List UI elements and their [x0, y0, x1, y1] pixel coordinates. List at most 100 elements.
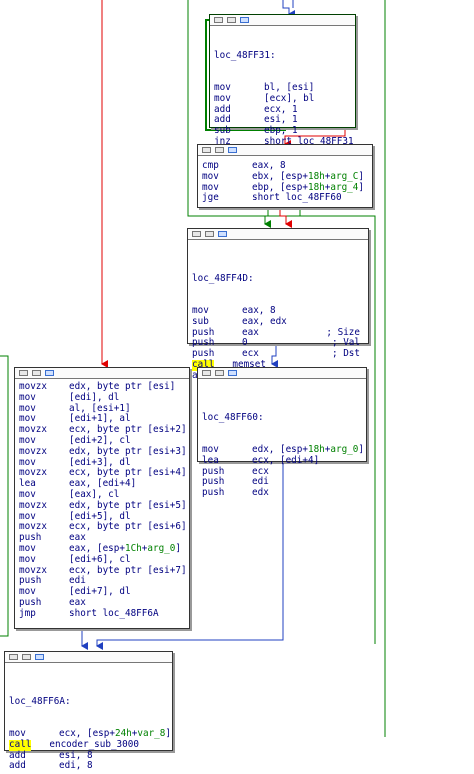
operands: ecx, byte ptr [esi+2]: [69, 424, 187, 436]
symbol-ref[interactable]: arg_C: [330, 170, 359, 182]
symbol-ref[interactable]: 18h: [307, 443, 325, 455]
table-icon[interactable]: [19, 370, 28, 376]
instruction-line[interactable]: mov[edi], dl: [19, 392, 185, 404]
table-icon[interactable]: [9, 654, 18, 660]
instruction-line[interactable]: mov[edi+3], dl: [19, 457, 185, 469]
instruction-line[interactable]: mov[edi+6], cl: [19, 553, 185, 566]
mnemonic: lea: [19, 478, 36, 490]
symbol-ref[interactable]: 18h: [307, 181, 325, 193]
symbol-ref[interactable]: 1Ch: [124, 542, 142, 554]
mnemonic: push: [202, 487, 225, 499]
chart-icon[interactable]: [218, 231, 227, 237]
operands: [edi+2], cl: [69, 434, 131, 446]
instruction-line[interactable]: lea eax, [edi+4]: [19, 478, 185, 490]
chart-icon[interactable]: [228, 370, 237, 376]
symbol-ref[interactable]: arg_0: [330, 443, 359, 455]
operands: ecx: [252, 465, 269, 477]
symbol-ref[interactable]: 18h: [307, 170, 325, 182]
operands: eax, [edi+4]: [69, 478, 137, 490]
operands: edi, 8: [59, 760, 93, 772]
table-icon[interactable]: [214, 17, 223, 23]
tag-icon[interactable]: [205, 231, 214, 237]
block-header: [198, 368, 366, 379]
operands: al, [esi+1]: [69, 402, 131, 414]
chart-icon[interactable]: [240, 17, 249, 23]
tag-icon[interactable]: [32, 370, 41, 376]
symbol-ref[interactable]: 24h: [114, 727, 132, 739]
mnemonic: add: [214, 114, 231, 126]
block-header: [188, 229, 368, 240]
table-icon[interactable]: [192, 231, 201, 237]
tag-icon[interactable]: [227, 17, 236, 23]
mnemonic: mov: [19, 553, 36, 565]
instruction-line[interactable]: mov[edi+1], al: [19, 414, 185, 425]
block-label: loc_48FF6A:: [9, 695, 71, 707]
mnemonic: mov: [9, 727, 26, 739]
operands: ecx, [edi+4]: [252, 454, 320, 466]
mnemonic: cmp: [202, 160, 219, 171]
instruction-line[interactable]: mov[ecx], bl: [214, 93, 351, 105]
instruction-line[interactable]: mov[eax], cl: [19, 488, 185, 501]
tag-icon[interactable]: [215, 147, 224, 153]
instruction-line[interactable]: mov[edi+7], dl: [19, 586, 185, 598]
mnemonic: call: [9, 738, 32, 751]
tag-icon[interactable]: [22, 654, 31, 660]
table-icon[interactable]: [202, 370, 211, 376]
mnemonic: mov: [192, 304, 209, 316]
symbol-ref[interactable]: arg_4: [330, 181, 359, 193]
chart-icon[interactable]: [45, 370, 54, 376]
operands: [eax], cl: [69, 488, 120, 500]
tag-icon[interactable]: [215, 370, 224, 376]
table-icon[interactable]: [202, 147, 211, 153]
chart-icon[interactable]: [228, 147, 237, 153]
instruction-line[interactable]: mov[edi+5], dl: [19, 511, 185, 523]
instruction-line[interactable]: mov[edi+2], cl: [19, 434, 185, 447]
symbol-ref[interactable]: arg_0: [147, 542, 176, 554]
chart-icon[interactable]: [35, 654, 44, 660]
symbol-ref[interactable]: var_8: [137, 727, 166, 739]
